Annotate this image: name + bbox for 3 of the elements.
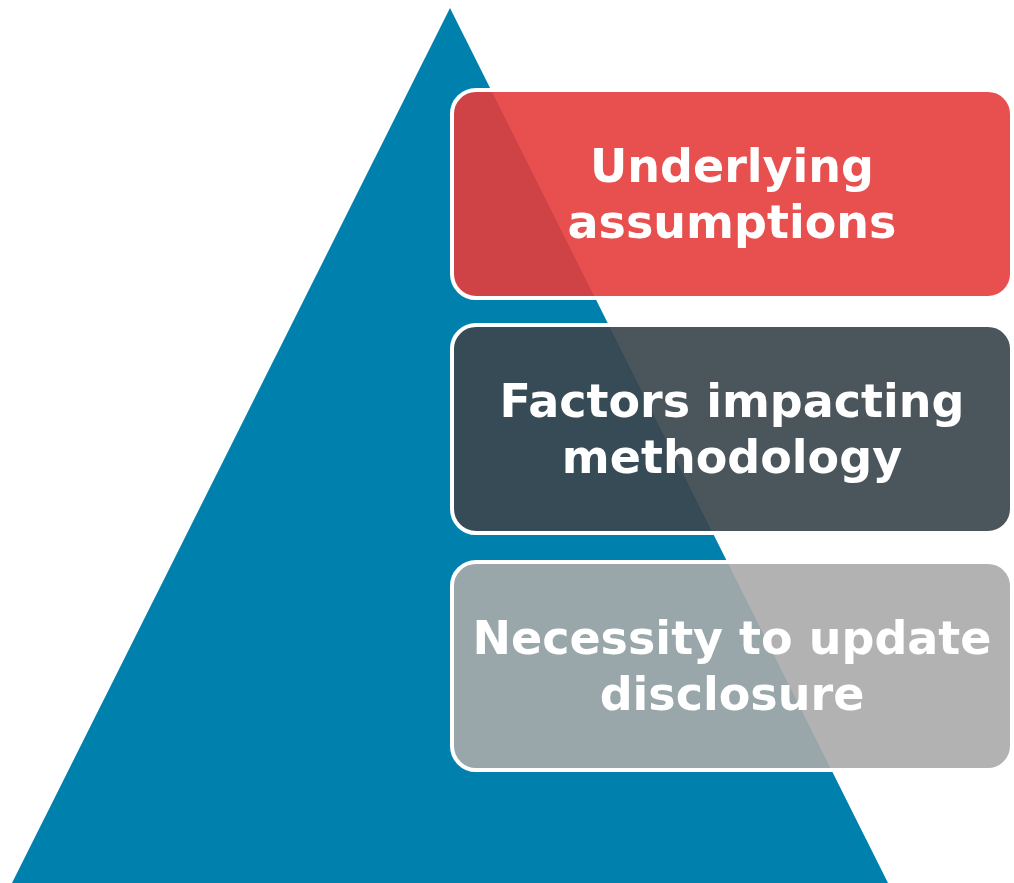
tier-label: Factors impacting methodology (498, 373, 966, 485)
tier-label: Necessity to update disclosure (471, 610, 993, 722)
tier-label: Underlying assumptions (566, 138, 898, 250)
